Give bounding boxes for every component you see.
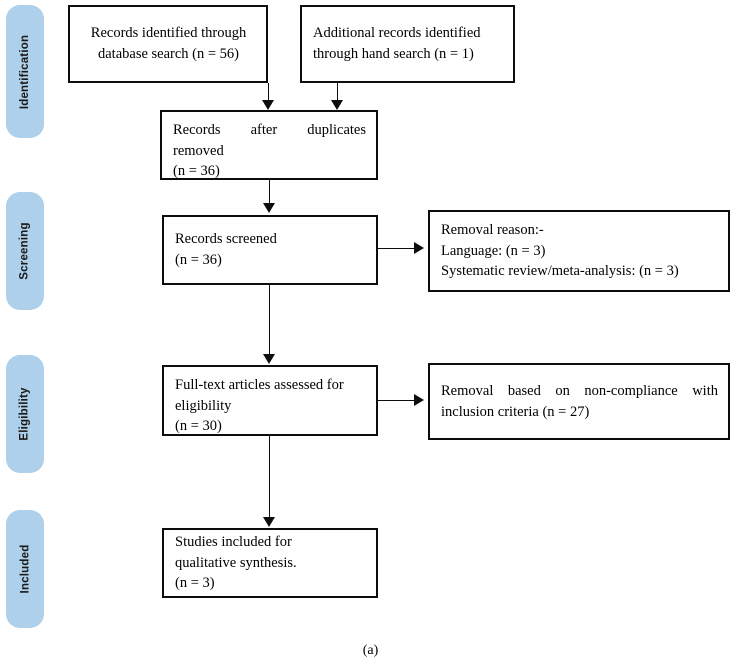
stage-label-eligibility: Eligibility: [19, 387, 32, 441]
stage-pill-identification: Identification: [6, 5, 44, 138]
connector-hand-to-duplicates: [337, 83, 338, 103]
stage-pill-included: Included: [6, 510, 44, 628]
box-screening-excluded: Removal reason:- Language: (n = 3) Syste…: [428, 210, 730, 292]
box-fulltext-assessed-text: Full-text articles assessed for eligibil…: [175, 377, 344, 435]
box-records-screened: Records screened (n = 36): [162, 215, 378, 285]
box-hand-search-text: Additional records identified through ha…: [313, 25, 481, 62]
box-duplicates-removed: Records after duplicates removed (n = 36…: [160, 110, 378, 180]
connector-screened-to-fulltext: [269, 285, 270, 357]
connector-fulltext-to-excluded: [378, 400, 416, 401]
box-database-search-text: Records identified through database sear…: [90, 25, 247, 62]
box-studies-included-text: Studies included for qualitative synthes…: [175, 534, 297, 592]
stage-label-identification: Identification: [19, 34, 32, 109]
box-records-screened-text: Records screened (n = 36): [175, 231, 277, 268]
stage-pill-eligibility: Eligibility: [6, 355, 44, 473]
arrowhead-hand-to-duplicates-icon: [331, 100, 343, 110]
box-fulltext-assessed: Full-text articles assessed for eligibil…: [162, 365, 378, 436]
box-studies-included: Studies included for qualitative synthes…: [162, 528, 378, 598]
figure-caption: (a): [362, 643, 379, 658]
arrowhead-fulltext-to-excluded-icon: [414, 394, 424, 406]
box-hand-search: Additional records identified through ha…: [300, 5, 515, 83]
box-duplicates-removed-text: Records after duplicates removed (n = 36…: [173, 122, 366, 180]
connector-database-to-duplicates: [268, 83, 269, 103]
box-fulltext-excluded-text: Removal based on non-compliance with inc…: [441, 382, 718, 420]
arrowhead-screened-to-fulltext-icon: [263, 354, 275, 364]
stage-label-included: Included: [19, 544, 32, 594]
connector-fulltext-to-included: [269, 436, 270, 520]
connector-screened-to-excluded: [378, 248, 416, 249]
arrowhead-screened-to-excluded-icon: [414, 242, 424, 254]
stage-pill-screening: Screening: [6, 192, 44, 310]
arrowhead-database-to-duplicates-icon: [262, 100, 274, 110]
box-fulltext-excluded: Removal based on non-compliance with inc…: [428, 363, 730, 440]
box-screening-excluded-text: Removal reason:- Language: (n = 3) Syste…: [441, 222, 679, 280]
arrowhead-duplicates-to-screened-icon: [263, 203, 275, 213]
box-database-search: Records identified through database sear…: [68, 5, 268, 83]
stage-label-screening: Screening: [19, 222, 31, 280]
arrowhead-fulltext-to-included-icon: [263, 517, 275, 527]
connector-duplicates-to-screened: [269, 180, 270, 205]
